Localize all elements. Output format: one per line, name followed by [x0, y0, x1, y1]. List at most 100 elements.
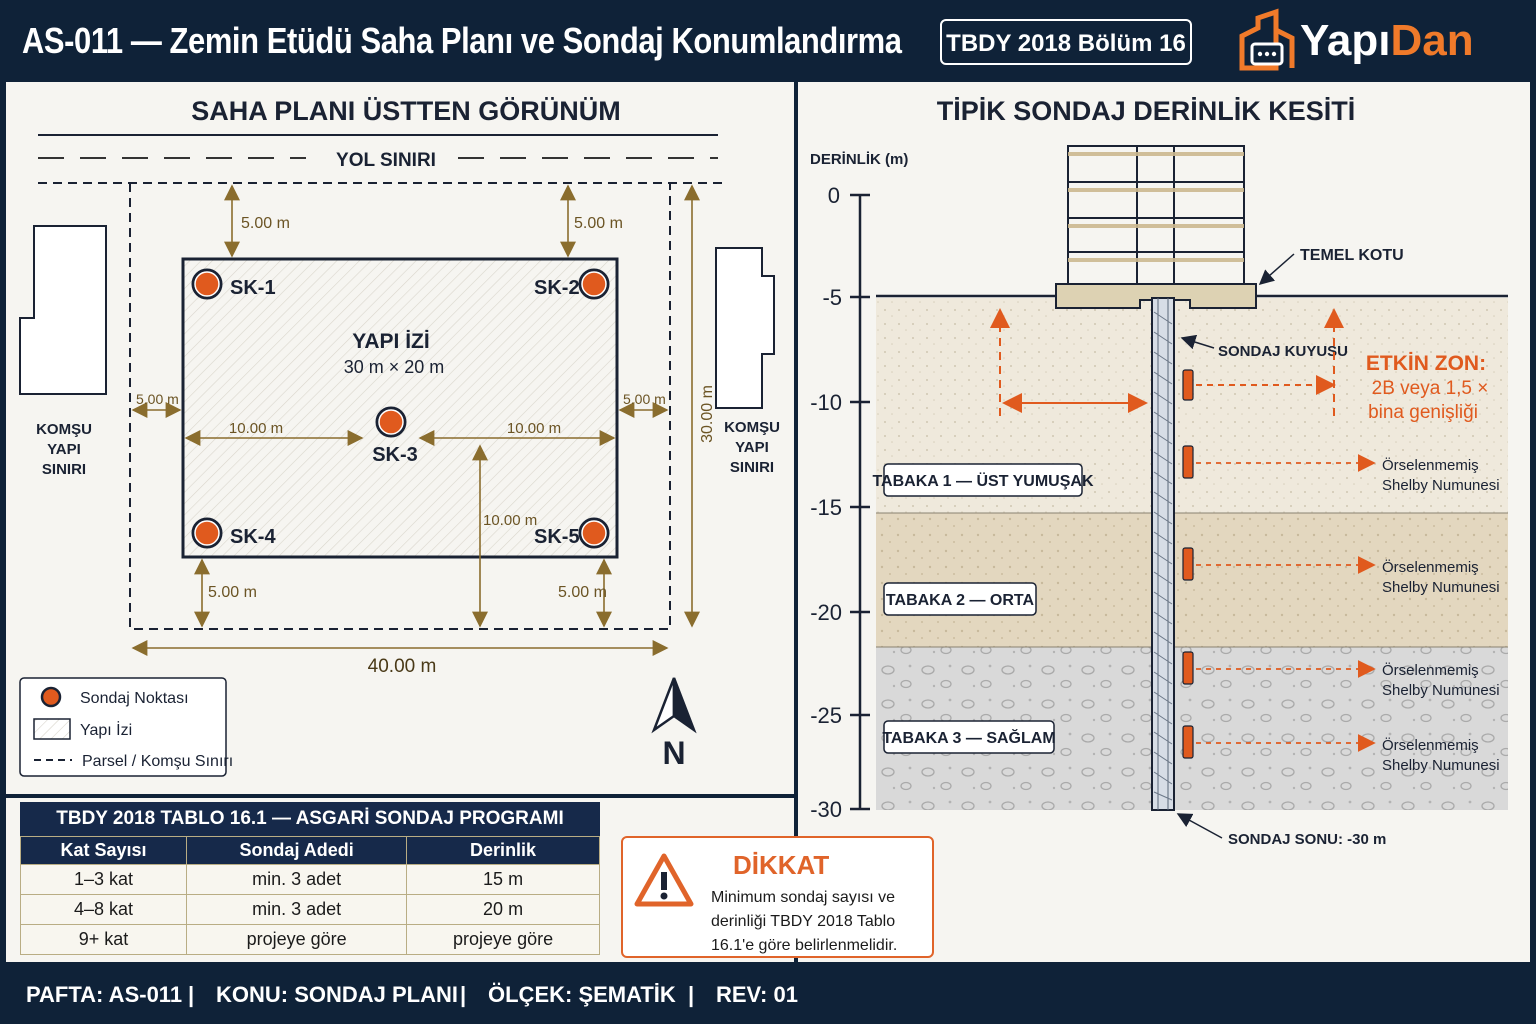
warning-text: Minimum sondaj sayısı ve derinliği TBDY …	[711, 889, 898, 954]
section-title: TİPİK SONDAJ DERİNLİK KESİTİ	[937, 96, 1356, 126]
svg-text:KOMŞU: KOMŞU	[36, 421, 92, 438]
svg-text:40.00 m: 40.00 m	[368, 656, 437, 677]
svg-text:SK-1: SK-1	[230, 277, 276, 299]
svg-text:30.00 m: 30.00 m	[699, 385, 716, 443]
svg-text:-5: -5	[822, 285, 842, 310]
layer-label-2: TABAKA 2 — ORTA	[883, 582, 1037, 616]
borehole-sk4: SK-4	[191, 517, 276, 549]
end-label: SONDAJ SONU: -30 m	[1228, 831, 1386, 848]
borehole-sk2: SK-2	[534, 268, 610, 300]
svg-text:KOMŞU: KOMŞU	[724, 419, 780, 436]
site-plan-panel: SAHA PLANI ÜSTTEN GÖRÜNÜM YOL SINIRI KOM…	[6, 82, 794, 794]
foundation-label: TEMEL KOTU	[1300, 247, 1404, 264]
table-header: Sondaj Adedi	[186, 836, 408, 865]
svg-text:Örselenmemiş: Örselenmemiş	[1382, 456, 1479, 474]
svg-text:Örselenmemiş: Örselenmemiş	[1382, 558, 1479, 576]
well-label: SONDAJ KUYUSU	[1218, 343, 1348, 360]
header-bar: AS-011 — Zemin Etüdü Saha Planı ve Sonda…	[0, 0, 1536, 80]
svg-text:TABAKA 2 — ORTA: TABAKA 2 — ORTA	[886, 592, 1035, 609]
svg-text:Örselenmemiş: Örselenmemiş	[1382, 736, 1479, 754]
svg-text:-15: -15	[810, 495, 842, 520]
sheet-title: AS-011 — Zemin Etüdü Saha Planı ve Sonda…	[22, 20, 902, 61]
svg-text:5.00 m: 5.00 m	[136, 391, 179, 407]
table-header: Kat Sayısı	[19, 836, 188, 865]
table-title: TBDY 2018 TABLO 16.1 — ASGARİ SONDAJ PRO…	[20, 802, 600, 836]
svg-text:Shelby Numunesi: Shelby Numunesi	[1382, 682, 1500, 699]
footer-subject: KONU: SONDAJ PLANI	[216, 982, 459, 1007]
layer-label-1: TABAKA 1 — ÜST YUMUŞAK	[872, 463, 1094, 497]
north-arrow-icon: N	[651, 677, 697, 771]
neighbor-building-right	[715, 247, 775, 409]
borehole-sk3: SK-3	[372, 406, 418, 466]
footer-sheet: PAFTA: AS-011	[26, 982, 183, 1007]
code-badge: TBDY 2018 Bölüm 16	[940, 19, 1192, 65]
warning-title: DİKKAT	[733, 850, 830, 880]
svg-text:SK-2: SK-2	[534, 277, 580, 299]
footer-scale: ÖLÇEK: ŞEMATİK	[488, 982, 676, 1007]
svg-text:SK-5: SK-5	[534, 526, 580, 548]
svg-text:TABAKA 1 — ÜST YUMUŞAK: TABAKA 1 — ÜST YUMUŞAK	[872, 471, 1093, 490]
section-panel: TİPİK SONDAJ DERİNLİK KESİTİ DERİNLİK (m…	[798, 82, 1530, 962]
svg-text:5.00 m: 5.00 m	[623, 391, 666, 407]
table-row: 9+ kat projeye göre projeye göre	[19, 924, 600, 955]
svg-text:YAPI: YAPI	[735, 439, 769, 456]
svg-text:TABAKA 3 — SAĞLAM: TABAKA 3 — SAĞLAM	[882, 728, 1055, 747]
neighbor-building-left	[19, 225, 107, 395]
parcel-boundary	[129, 183, 671, 630]
shelby-sample	[1182, 369, 1194, 759]
warning-box: DİKKAT Minimum sondaj sayısı ve derinliğ…	[621, 836, 934, 958]
svg-text:Örselenmemiş: Örselenmemiş	[1382, 661, 1479, 679]
svg-text:5.00 m: 5.00 m	[574, 215, 623, 232]
svg-text:Shelby Numunesi: Shelby Numunesi	[1382, 477, 1500, 494]
table-row: 4–8 kat min. 3 adet 20 m	[19, 894, 600, 925]
foundation	[1055, 283, 1257, 309]
svg-text:Shelby Numunesi: Shelby Numunesi	[1382, 757, 1500, 774]
svg-text:10.00 m: 10.00 m	[483, 512, 537, 529]
svg-text:-30: -30	[810, 797, 842, 822]
borehole-sk5: SK-5	[534, 517, 610, 549]
site-plan-drawing: SAHA PLANI ÜSTTEN GÖRÜNÜM YOL SINIRI KOM…	[19, 96, 780, 777]
road-label: YOL SINIRI	[336, 150, 436, 171]
svg-text:10.00 m: 10.00 m	[507, 420, 561, 437]
svg-text:5.00 m: 5.00 m	[208, 584, 257, 601]
svg-text:Shelby Numunesi: Shelby Numunesi	[1382, 579, 1500, 596]
svg-text:Sondaj Noktası: Sondaj Noktası	[80, 690, 189, 707]
svg-text:SINIRI: SINIRI	[42, 461, 86, 478]
svg-text:-10: -10	[810, 390, 842, 415]
footprint-size: 30 m × 20 m	[344, 357, 445, 377]
footer-bar: PAFTA: AS-011 | KONU: SONDAJ PLANI | ÖLÇ…	[0, 966, 1536, 1024]
svg-text:Yapı İzi: Yapı İzi	[80, 720, 132, 739]
svg-text:SK-4: SK-4	[230, 526, 276, 548]
borehole-sk1: SK-1	[191, 268, 276, 300]
svg-text:N: N	[662, 735, 685, 771]
svg-text:SINIRI: SINIRI	[730, 459, 774, 476]
brand-name: YapıDan	[1300, 16, 1474, 65]
svg-text:10.00 m: 10.00 m	[229, 420, 283, 437]
svg-text:-20: -20	[810, 600, 842, 625]
warning-triangle-icon	[634, 853, 694, 907]
svg-text:-25: -25	[810, 703, 842, 728]
footprint-title: YAPI İZİ	[352, 330, 429, 353]
svg-text:SK-3: SK-3	[372, 444, 418, 466]
site-plan-title: SAHA PLANI ÜSTTEN GÖRÜNÜM	[191, 96, 621, 126]
building-footprint	[181, 257, 619, 559]
building-frame	[1067, 145, 1245, 285]
legend: Sondaj Noktası Yapı İzi Parsel / Komşu S…	[19, 677, 233, 777]
zone-line1: 2B veya 1,5 ×	[1372, 378, 1489, 399]
table-row: 1–3 kat min. 3 adet 15 m	[19, 864, 600, 895]
layer-label-3: TABAKA 3 — SAĞLAM	[882, 720, 1056, 754]
sondaj-program-table: TBDY 2018 TABLO 16.1 — ASGARİ SONDAJ PRO…	[19, 802, 600, 955]
svg-text:5.00 m: 5.00 m	[558, 584, 607, 601]
brand-logo: YapıDan	[1236, 8, 1516, 74]
svg-text:Parsel / Komşu Sınırı: Parsel / Komşu Sınırı	[82, 753, 233, 770]
zone-title: ETKİN ZON:	[1366, 352, 1486, 375]
section-drawing: TİPİK SONDAJ DERİNLİK KESİTİ DERİNLİK (m…	[810, 96, 1508, 848]
building-logo-icon	[1239, 8, 1295, 71]
zone-line2: bina genişliği	[1368, 402, 1478, 423]
table-header: Derinlik	[406, 836, 600, 865]
depth-axis-label: DERİNLİK (m)	[810, 151, 908, 168]
footer-rev: REV: 01	[716, 982, 798, 1007]
svg-text:0: 0	[828, 183, 840, 208]
svg-text:5.00 m: 5.00 m	[241, 215, 290, 232]
svg-text:YAPI: YAPI	[47, 441, 81, 458]
